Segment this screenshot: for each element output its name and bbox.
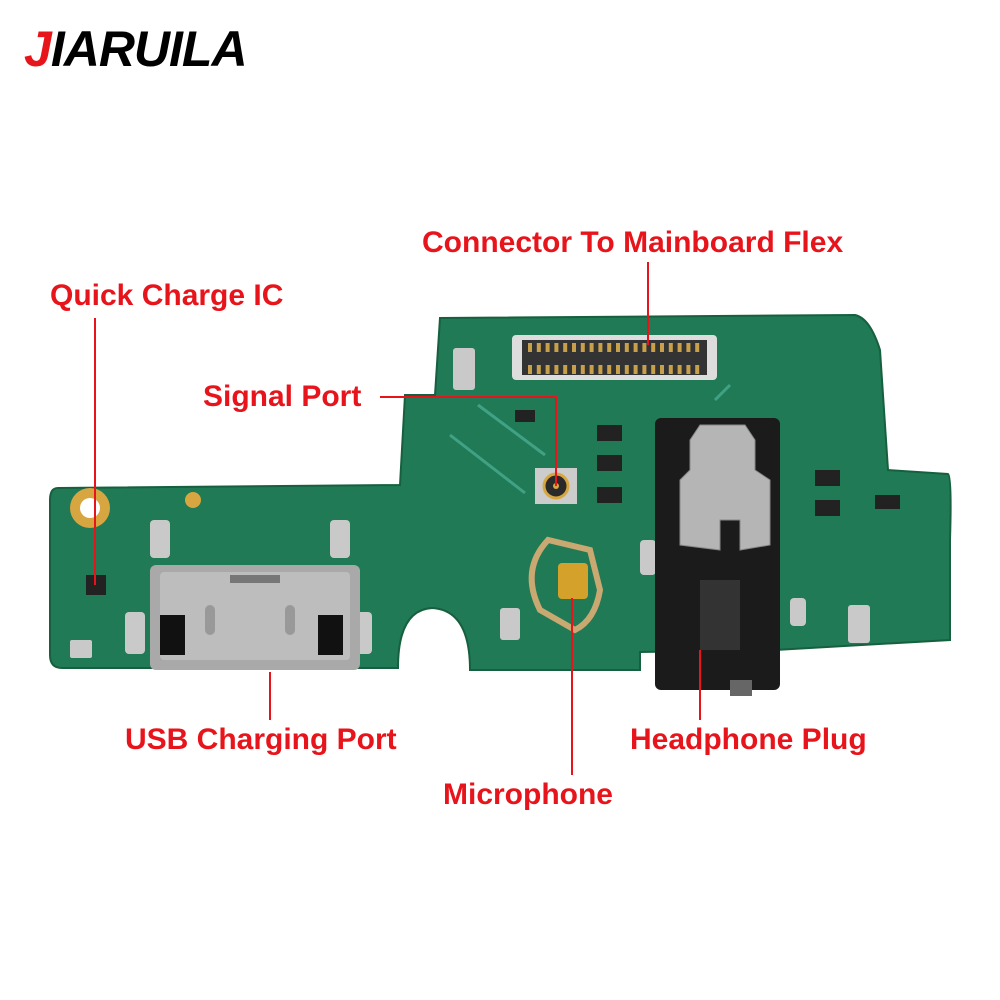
connector-pin — [642, 365, 647, 374]
label-usb-port: USB Charging Port — [125, 723, 397, 756]
connector-pin — [633, 343, 638, 352]
connector-pin — [572, 365, 576, 374]
connector-pin — [668, 365, 673, 374]
connector-pin — [642, 343, 647, 352]
connector-pin — [624, 343, 629, 352]
connector-pin — [616, 365, 620, 374]
label-microphone: Microphone — [443, 778, 613, 811]
connector-pin — [554, 365, 559, 374]
smd-components — [515, 410, 900, 516]
usb-charging-port — [150, 565, 360, 670]
connector-pin — [536, 343, 541, 352]
connector-pin — [563, 343, 568, 352]
connector-pin — [633, 365, 638, 374]
connector-pin — [624, 365, 629, 374]
brand-logo: JIARUILA — [24, 21, 248, 77]
connector-pin — [695, 343, 700, 352]
connector-pin — [598, 365, 603, 374]
connector-pin — [589, 365, 594, 374]
microphone — [528, 536, 604, 634]
connector-pin — [695, 365, 700, 374]
connector-pin — [528, 343, 532, 352]
connector-pin — [686, 343, 691, 352]
connector-pin — [598, 343, 603, 352]
connector-pin — [545, 365, 550, 374]
connector-pin — [677, 343, 682, 352]
connector-pin — [528, 365, 532, 374]
connector-pin — [677, 365, 682, 374]
connector-pin — [580, 365, 585, 374]
connector-pin — [536, 365, 541, 374]
connector-pin — [563, 365, 568, 374]
flex-connector — [512, 335, 717, 380]
connector-pin — [607, 343, 612, 352]
connector-pin — [660, 365, 664, 374]
connector-pin — [660, 343, 664, 352]
connector-pin — [580, 343, 585, 352]
headphone-jack — [655, 418, 780, 696]
connector-pin — [686, 365, 691, 374]
connector-pin — [668, 343, 673, 352]
connector-pin — [607, 365, 612, 374]
connector-pin — [554, 343, 559, 352]
connector-pin — [572, 343, 576, 352]
connector-pin — [651, 365, 656, 374]
label-connector: Connector To Mainboard Flex — [422, 226, 844, 259]
label-headphone: Headphone Plug — [630, 723, 867, 756]
label-quick-charge-ic: Quick Charge IC — [50, 279, 284, 312]
leader-lines — [94, 262, 701, 775]
connector-pin — [651, 343, 656, 352]
label-signal-port: Signal Port — [203, 380, 362, 413]
pcb-traces — [449, 383, 732, 495]
connector-pin — [545, 343, 550, 352]
connector-pin — [589, 343, 594, 352]
connector-pin — [616, 343, 620, 352]
